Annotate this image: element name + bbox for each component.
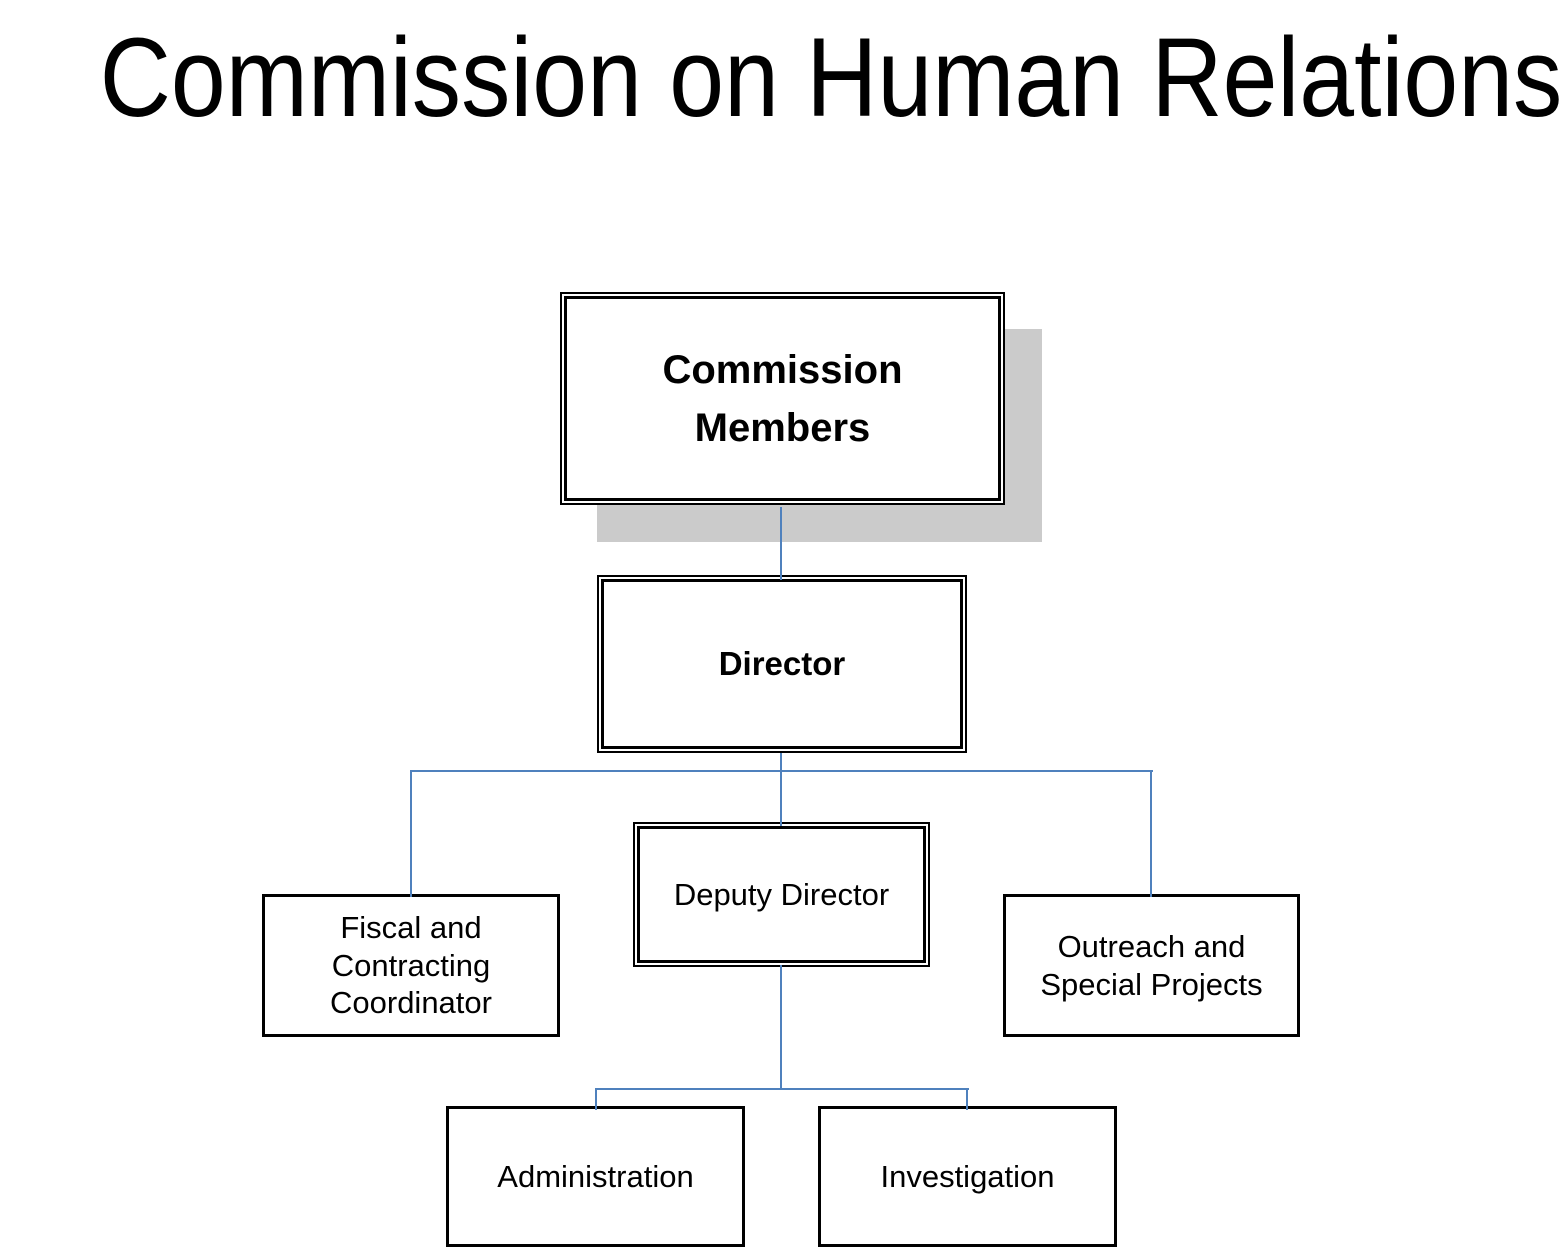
node-investigation: Investigation [818,1106,1117,1247]
connector-deputy-stem [780,965,782,1090]
node-commission-members-label: Commission Members [662,347,903,450]
node-outreach-special-projects: Outreach and Special Projects [1003,894,1300,1037]
node-fiscal-contracting-coordinator-label: Fiscal and Contracting Coordinator [330,909,492,1021]
node-director-frame: Director [601,579,963,749]
connector-deputy-children-rail [595,1088,969,1090]
connector-rail-to-investigation [966,1088,968,1110]
connector-rail-to-deputy [780,770,782,826]
connector-rail-to-fiscal [410,770,412,897]
connector-director-children-rail [411,770,1153,772]
node-deputy-director-label: Deputy Director [673,876,890,912]
node-director-label: Director [718,645,846,683]
node-director: Director [597,575,967,753]
node-investigation-label: Investigation [880,1158,1055,1194]
connector-director-stem [780,753,782,772]
connector-rail-to-administration [595,1088,597,1110]
node-deputy-director-frame: Deputy Director [637,826,926,963]
node-commission-members: Commission Members [560,292,1005,505]
connector-commission-to-director [780,507,782,580]
node-commission-members-frame: Commission Members [564,296,1001,501]
chart-title: Commission on Human Relations [0,22,1563,134]
chart-title-text: Commission on Human Relations [99,15,1563,140]
node-fiscal-contracting-coordinator: Fiscal and Contracting Coordinator [262,894,560,1037]
node-deputy-director: Deputy Director [633,822,930,967]
node-administration: Administration [446,1106,745,1247]
connector-rail-to-outreach [1150,770,1152,897]
node-outreach-special-projects-label: Outreach and Special Projects [1040,928,1263,1002]
node-administration-label: Administration [497,1158,694,1194]
